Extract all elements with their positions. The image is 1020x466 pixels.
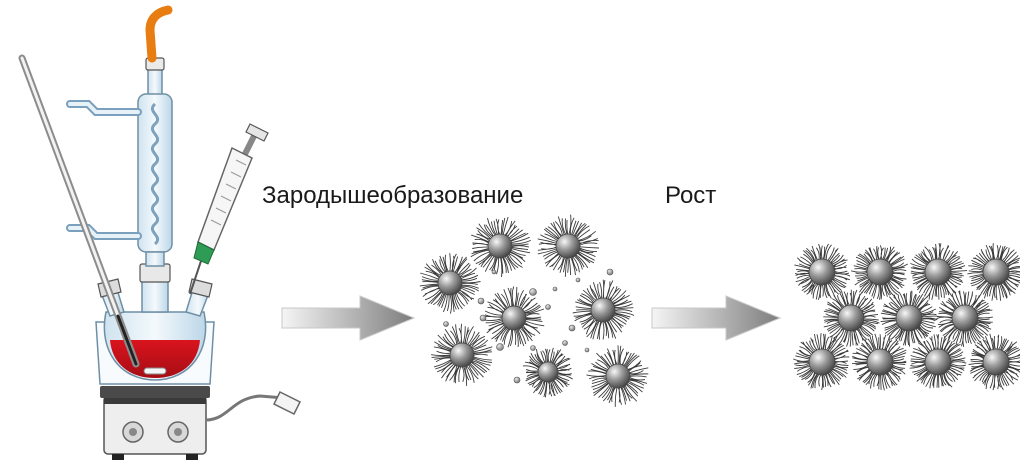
process-arrow-1 bbox=[281, 295, 416, 341]
monomer-dot bbox=[496, 343, 504, 351]
monomer-dot bbox=[606, 268, 614, 276]
capped-nanoparticle-icon bbox=[968, 333, 1020, 391]
capped-nanoparticle-icon bbox=[537, 214, 600, 277]
monomer-dot bbox=[562, 340, 568, 346]
capped-nanoparticle-icon bbox=[880, 290, 938, 347]
monomer-dot bbox=[530, 345, 536, 351]
monomer-dot bbox=[513, 376, 521, 384]
capped-nanoparticle-icon bbox=[482, 286, 545, 348]
capped-nanoparticle-icon bbox=[850, 245, 909, 300]
capped-nanoparticle-icon bbox=[522, 347, 573, 398]
monomer-dot bbox=[568, 324, 576, 332]
gas-tubing bbox=[145, 5, 173, 63]
monomer-dot bbox=[443, 321, 449, 327]
capped-nanoparticle-icon bbox=[936, 290, 993, 347]
monomer-dot bbox=[529, 288, 537, 296]
capped-nanoparticle-icon bbox=[572, 279, 635, 340]
capped-nanoparticle-icon bbox=[851, 333, 907, 391]
monomer-dot bbox=[552, 286, 558, 292]
nucleation-label: Зародышеобразование bbox=[262, 182, 524, 209]
capped-nanoparticle-icon bbox=[794, 243, 851, 300]
stir-bar bbox=[143, 367, 167, 375]
capped-nanoparticle-icon bbox=[431, 323, 493, 386]
monomer-dot bbox=[491, 269, 497, 275]
three-neck-flask-icon bbox=[97, 263, 213, 381]
monomer-dot bbox=[584, 347, 590, 353]
nucleation-stage bbox=[419, 214, 649, 407]
capped-nanoparticle-icon bbox=[909, 334, 967, 389]
syringe-icon bbox=[189, 123, 269, 295]
apparatus bbox=[18, 5, 302, 460]
thermometer-icon bbox=[18, 54, 140, 368]
growth-label: Рост bbox=[665, 182, 717, 209]
capped-nanoparticle-icon bbox=[419, 253, 481, 314]
process-arrow-2 bbox=[651, 295, 782, 341]
monomer-dot bbox=[477, 297, 485, 305]
stirring-hotplate-icon bbox=[100, 386, 302, 460]
capped-nanoparticle-icon bbox=[470, 216, 531, 278]
reflux-condenser-icon bbox=[66, 5, 173, 267]
capped-nanoparticle-icon bbox=[586, 345, 649, 407]
capped-nanoparticle-icon bbox=[793, 333, 850, 391]
monomer-dot bbox=[545, 304, 551, 310]
capped-nanoparticle-icon bbox=[823, 289, 880, 347]
capped-nanoparticle-icon bbox=[967, 243, 1020, 301]
growth-stage bbox=[793, 242, 1020, 391]
monomer-dot bbox=[575, 277, 581, 283]
monomer-dot bbox=[479, 314, 487, 322]
capped-nanoparticle-icon bbox=[910, 242, 968, 300]
